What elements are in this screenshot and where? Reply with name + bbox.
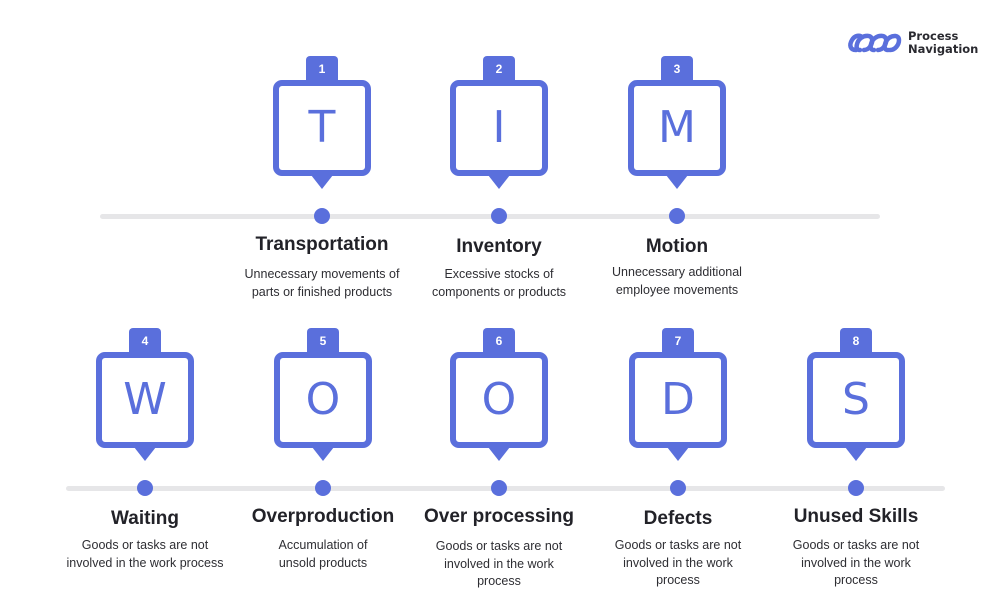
pointer-icon: [488, 447, 510, 461]
desc-line: process: [656, 573, 700, 587]
pointer-icon: [845, 447, 867, 461]
timeline-dot: [315, 480, 331, 496]
desc-line: Goods or tasks are not: [81, 538, 209, 552]
letter-box: O: [450, 352, 548, 448]
desc-line: parts or finished products: [251, 284, 393, 299]
timeline-dot: [491, 480, 507, 496]
waste-title: Waiting: [111, 508, 179, 529]
waste-title: Transportation: [255, 234, 389, 255]
logo-text: Process Navigation: [908, 30, 978, 55]
waste-title: Overproduction: [251, 506, 395, 527]
number-tab: 1: [306, 56, 338, 84]
letter-box: T: [273, 80, 371, 176]
waste-description: Goods or tasks are not involved in the w…: [568, 537, 788, 590]
pointer-icon: [311, 175, 333, 189]
timeline-dot: [137, 480, 153, 496]
desc-line: Goods or tasks are not: [614, 538, 742, 552]
waste-title: Unused Skills: [793, 506, 919, 527]
pointer-icon: [666, 175, 688, 189]
number-tab: 6: [483, 328, 515, 356]
timeline-dot: [491, 208, 507, 224]
number-tab: 8: [840, 328, 872, 356]
waste-title: Inventory: [456, 236, 542, 257]
waste-title: Over processing: [424, 506, 574, 527]
logo-line-1: Process: [908, 29, 959, 43]
pointer-icon: [488, 175, 510, 189]
waste-title: Motion: [645, 236, 709, 257]
desc-line: process: [477, 574, 521, 588]
number-tab: 5: [307, 328, 339, 356]
pointer-icon: [667, 447, 689, 461]
desc-line: involved in the work: [801, 555, 911, 570]
waste-description: Unnecessary additional employee movement…: [567, 264, 787, 299]
desc-line: process: [834, 573, 878, 587]
desc-line: components or products: [431, 284, 567, 299]
waste-description: Excessive stocks of components or produc…: [389, 266, 609, 301]
desc-line: unsold products: [278, 555, 368, 570]
letter-box: S: [807, 352, 905, 448]
number-tab: 2: [483, 56, 515, 84]
timeline-dot: [314, 208, 330, 224]
desc-line: Excessive stocks of: [444, 267, 554, 281]
waste-description: Goods or tasks are not involved in the w…: [35, 537, 255, 572]
desc-line: involved in the work process: [66, 555, 224, 570]
timeline-dot: [669, 208, 685, 224]
chain-links-icon: [848, 33, 902, 52]
desc-line: Unnecessary additional: [612, 265, 742, 279]
desc-line: Accumulation of: [278, 538, 368, 552]
timeline-dot: [670, 480, 686, 496]
letter-box: M: [628, 80, 726, 176]
desc-line: Goods or tasks are not: [792, 538, 920, 552]
pointer-icon: [134, 447, 156, 461]
letter-box: O: [274, 352, 372, 448]
desc-line: employee movements: [615, 282, 739, 297]
logo-line-2: Navigation: [908, 41, 979, 56]
pointer-icon: [312, 447, 334, 461]
desc-line: Unnecessary movements of: [244, 267, 400, 281]
desc-line: Goods or tasks are not: [435, 539, 563, 553]
waste-description: Unnecessary movements of parts or finish…: [212, 266, 432, 301]
desc-line: involved in the work: [623, 555, 733, 570]
process-navigation-logo: Process Navigation: [846, 30, 978, 55]
waste-title: Defects: [643, 508, 713, 529]
desc-line: involved in the work: [444, 556, 554, 571]
letter-box: W: [96, 352, 194, 448]
letter-box: D: [629, 352, 727, 448]
letter-box: I: [450, 80, 548, 176]
number-tab: 4: [129, 328, 161, 356]
waste-description: Accumulation of unsold products: [213, 537, 433, 572]
number-tab: 7: [662, 328, 694, 356]
number-tab: 3: [661, 56, 693, 84]
top-timeline: [100, 214, 880, 219]
timeline-dot: [848, 480, 864, 496]
waste-description: Goods or tasks are not involved in the w…: [389, 538, 609, 591]
waste-description: Goods or tasks are not involved in the w…: [746, 537, 966, 590]
